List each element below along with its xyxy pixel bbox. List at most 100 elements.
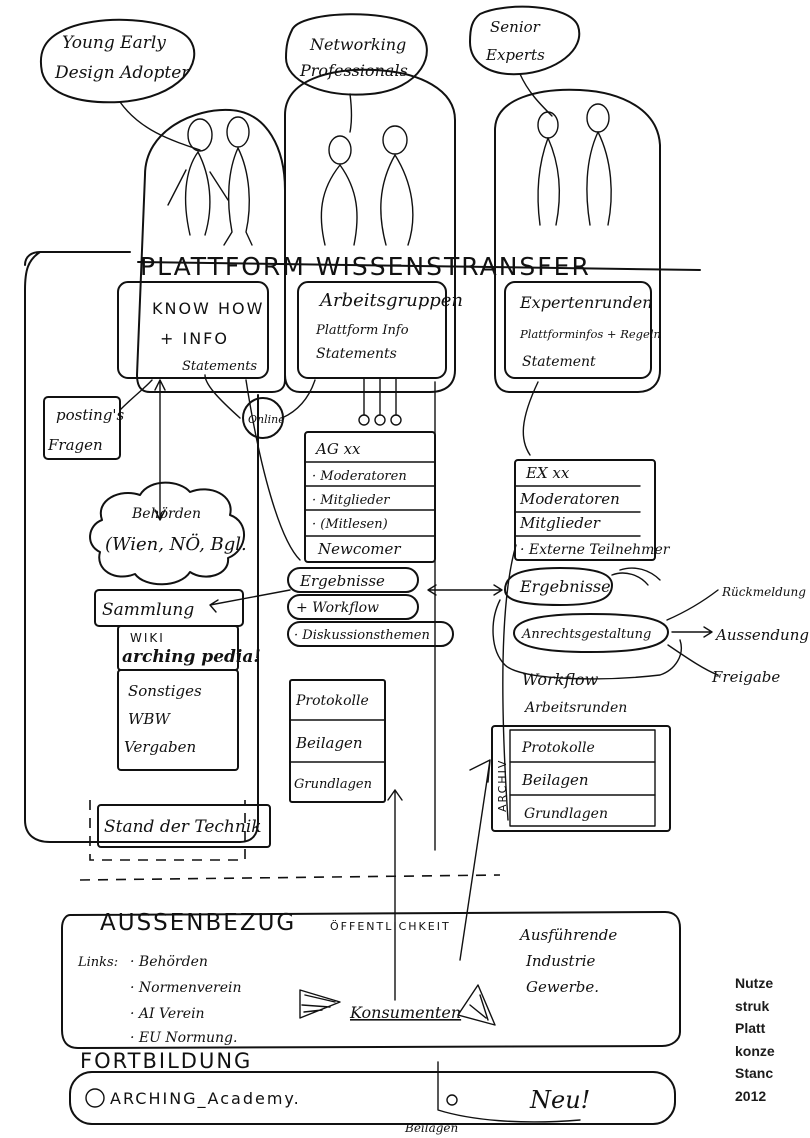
industry-line3: Gewerbe.: [526, 978, 599, 996]
connector-arrows: [119, 374, 719, 1123]
konsumenten-arrow-icon: [299, 989, 341, 1019]
stand-label: Stand der Technik: [104, 817, 262, 837]
ag-line4: · (Mitlesen): [312, 517, 388, 532]
persona-networking-line1: Networking: [309, 35, 406, 54]
mid-archive-line2: Beilagen: [295, 734, 363, 752]
ag-line1: AG xx: [314, 440, 361, 458]
far-right-labels: Rückmeldung Aussendung Freigabe: [711, 585, 809, 686]
persona-bubble-senior: Senior Experts: [469, 5, 581, 117]
box-posting: posting's Fragen: [43, 396, 125, 460]
fortbildung-box: ARCHING_Academy. Neu! Beilagen: [69, 1071, 676, 1135]
persona-young-line1: Young Early: [62, 33, 166, 53]
small-circles: [358, 414, 402, 426]
wiki-line1: WIKI: [130, 631, 165, 645]
ag-line5: Newcomer: [317, 540, 401, 558]
aussenbezug-box: Links: · Behörden · Normenverein · AI Ve…: [61, 911, 681, 1049]
cloud-line2: (Wien, NÖ, Bgl.: [105, 532, 247, 555]
industry-line1: Ausführende: [518, 926, 617, 944]
right-archive-line3: Grundlagen: [524, 806, 608, 822]
ex-line3: Mitglieder: [519, 514, 601, 532]
mid-results-line1: Ergebnisse: [299, 572, 385, 590]
small-dot-icon: [446, 1094, 458, 1106]
left-group-outline: [24, 251, 259, 843]
links-item-2: · Normenverein: [130, 980, 242, 996]
academy-label: ARCHING_Academy.: [110, 1089, 301, 1109]
box-know-how: KNOW HOW + INFO Statements: [117, 281, 269, 379]
box-arbeitsgruppen-line2: Plattform Info: [315, 323, 409, 338]
box-arbeitsgruppen-line3: Statements: [316, 346, 397, 362]
sonstiges-line2: WBW: [128, 710, 171, 728]
sonstiges-line1: Sonstiges: [128, 682, 202, 700]
box-ag: AG xx · Moderatoren · Mitglieder · (Mitl…: [304, 431, 436, 563]
box-sonstiges: Sonstiges WBW Vergaben: [117, 669, 239, 771]
box-know-how-line1: KNOW HOW: [152, 299, 264, 318]
links-item-4: · EU Normung.: [130, 1030, 237, 1046]
box-expertenrunden-line2: Plattforminfos + Regeln: [519, 327, 661, 341]
box-expertenrunden-line3: Statement: [522, 354, 596, 370]
links-item-3: · AI Verein: [130, 1006, 205, 1022]
links-label: Links:: [77, 955, 118, 970]
cloud-line1: Behörden: [131, 506, 201, 522]
posting-line2: Fragen: [47, 436, 103, 454]
academy-icon: [85, 1088, 105, 1108]
mid-results-line2: + Workflow: [296, 600, 379, 616]
cloud-behoerden: Behörden (Wien, NÖ, Bgl.: [89, 481, 247, 586]
right-archive: ARCHIV Protokolle Beilagen Grundlagen: [491, 725, 671, 832]
box-ex: EX xx Moderatoren Mitglieder · Externe T…: [514, 459, 671, 561]
ex-line4: · Externe Teilnehmer: [520, 542, 671, 558]
ag-line2: · Moderatoren: [312, 469, 407, 484]
caption-line-1: Nutze: [735, 975, 774, 991]
beilagen-label: Beilagen: [404, 1121, 458, 1135]
people-figures: [167, 103, 612, 246]
caption-line-4: konze: [735, 1042, 775, 1059]
box-expertenrunden-line1: Expertenrunden: [519, 293, 653, 312]
ex-line1: EX xx: [525, 464, 570, 482]
box-expertenrunden: Expertenrunden Plattforminfos + Regeln S…: [504, 281, 661, 379]
sonstiges-line3: Vergaben: [124, 738, 196, 756]
box-stand-der-technik: Stand der Technik: [89, 800, 271, 861]
far-right-line1: Rückmeldung: [721, 585, 806, 599]
mid-archive: Protokolle Beilagen Grundlagen: [289, 679, 386, 803]
oeffentlichkeit-label: ÖFFENTLICHKEIT: [330, 920, 451, 933]
sammlung-label: Sammlung: [102, 600, 194, 620]
caption-line-3: Platt: [735, 1020, 766, 1036]
caption-line-6: 2012: [735, 1087, 767, 1104]
right-archive-line2: Beilagen: [521, 771, 589, 789]
persona-young-line2: Design Adopter: [54, 63, 190, 83]
posting-line1: posting's: [56, 406, 125, 424]
box-know-how-line2: + INFO: [160, 329, 229, 348]
far-right-line2: Aussendung: [714, 626, 809, 644]
caption-line-5: Stanc: [735, 1065, 774, 1081]
ex-line2: Moderatoren: [519, 490, 620, 508]
mid-archive-line3: Grundlagen: [294, 777, 372, 792]
mid-results-line3: · Diskussionsthemen: [294, 628, 430, 643]
links-item-1: · Behörden: [130, 954, 208, 970]
box-arbeitsgruppen: Arbeitsgruppen Plattform Info Statements: [297, 281, 463, 379]
wiki-line2: arching pedia!: [122, 647, 261, 667]
industry-line2: Industrie: [525, 952, 596, 970]
right-results-line4: Arbeitsrunden: [523, 700, 627, 716]
mid-results: Ergebnisse + Workflow · Diskussionstheme…: [287, 567, 454, 647]
online-label: Online: [248, 413, 285, 426]
box-wiki: WIKI arching pedia!: [117, 625, 261, 671]
persona-bubble-young: Young Early Design Adopter: [40, 18, 201, 151]
right-archive-line1: Protokolle: [521, 740, 595, 756]
right-archive-label: ARCHIV: [496, 759, 509, 812]
caption: Nutze struk Platt konze Stanc 2012: [735, 972, 810, 1107]
box-sammlung: Sammlung: [94, 589, 244, 627]
fortbildung-title: FORTBILDUNG: [80, 1049, 252, 1073]
industry-arrow-icon: [457, 984, 496, 1026]
caption-line-2: struk: [735, 997, 770, 1014]
platform-title-line: [137, 261, 701, 271]
right-results-line1: Ergebnisse: [519, 577, 611, 596]
box-arbeitsgruppen-line1: Arbeitsgruppen: [318, 290, 463, 311]
right-results-line2: Anrechtsgestaltung: [521, 627, 651, 642]
persona-senior-line1: Senior: [490, 18, 541, 36]
neu-label: Neu!: [529, 1086, 590, 1114]
box-know-how-line3: Statements: [182, 359, 257, 374]
far-right-line3: Freigabe: [711, 668, 780, 686]
right-results-line3: Workflow: [522, 670, 599, 689]
persona-bubble-networking: Networking Professionals: [285, 13, 428, 133]
persona-senior-line2: Experts: [485, 46, 545, 64]
